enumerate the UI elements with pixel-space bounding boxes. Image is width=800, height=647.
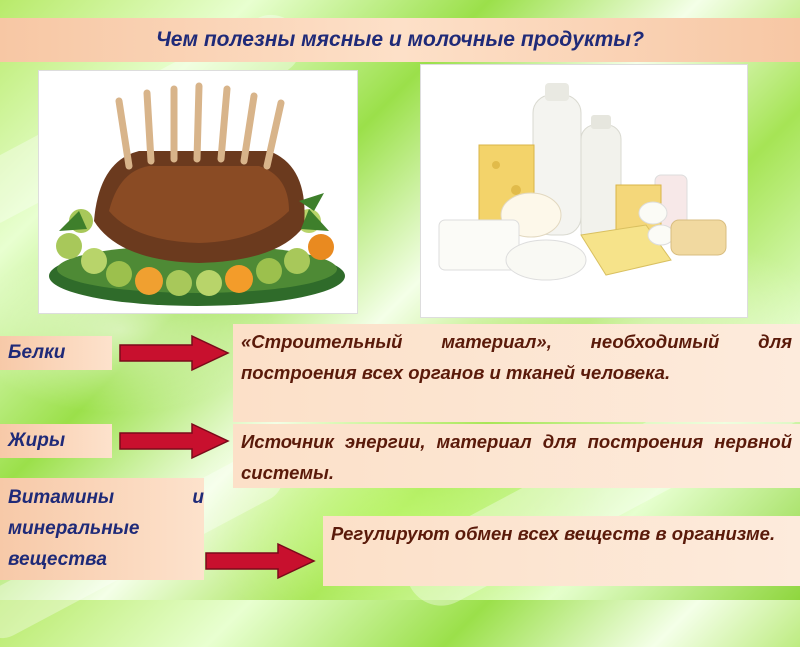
label-proteins: Белки (0, 336, 112, 370)
label-fats: Жиры (0, 424, 112, 458)
vitamins-description: Регулируют обмен всех веществ в организм… (323, 516, 800, 586)
meat-photo (38, 70, 358, 314)
proteins-description: «Строительный материал», необходимый для… (233, 324, 800, 422)
fats-description: Источник энергии, материал для построени… (233, 424, 800, 488)
proteins-description-text: «Строительный материал», необходимый для… (241, 331, 792, 383)
arrow-right-icon (119, 422, 230, 460)
dairy-photo (420, 64, 748, 318)
label-vitamins: Витамины и минеральные вещества (0, 478, 204, 580)
label-proteins-text: Белки (8, 342, 66, 363)
title-bar: Чем полезны мясные и молочные продукты? (0, 18, 800, 62)
arrow-right-icon (205, 542, 316, 580)
meat-dish-illustration (49, 82, 345, 306)
vitamins-description-text: Регулируют обмен всех веществ в организм… (331, 523, 776, 544)
fats-description-text: Источник энергии, материал для построени… (241, 431, 792, 483)
label-fats-text: Жиры (8, 430, 66, 451)
slide-title: Чем полезны мясные и молочные продукты? (155, 28, 645, 51)
dairy-products-illustration (438, 83, 727, 281)
arrow-right-icon (119, 334, 230, 372)
label-vitamins-text: Витамины и минеральные вещества (8, 487, 204, 570)
